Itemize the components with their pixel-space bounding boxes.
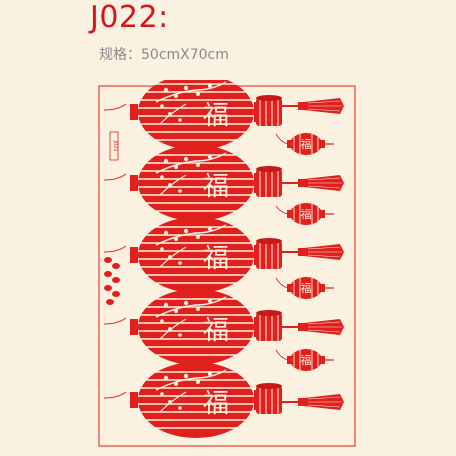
side-tag: J022	[109, 131, 119, 161]
small-lantern-character-2: 福	[301, 207, 312, 221]
big-lantern-3	[129, 216, 261, 294]
tassel-2	[281, 174, 345, 192]
tassel-1	[281, 97, 345, 115]
big-lantern-1	[129, 80, 261, 151]
small-lantern-character-3: 福	[301, 281, 312, 295]
side-tag-text: J022	[112, 139, 118, 151]
small-lantern-character-1: 福	[301, 137, 312, 151]
product-code: J022:	[90, 0, 169, 35]
lantern-character-5: 福	[203, 389, 229, 419]
mini-lantern-cluster	[104, 257, 120, 305]
small-lantern-character-4: 福	[301, 353, 312, 367]
tassel-5	[281, 393, 345, 411]
lantern-character-3: 福	[203, 244, 229, 274]
big-lantern-5	[129, 361, 261, 439]
product-size: 规格：50cmX70cm	[99, 47, 229, 63]
tassel-3	[281, 243, 345, 261]
big-lantern-2	[129, 144, 261, 222]
tassel-4	[281, 318, 345, 336]
lantern-sticker-image: J022 福 福 福 福 福	[96, 80, 358, 450]
lantern-character-4: 福	[203, 316, 229, 346]
lantern-character-1: 福	[203, 101, 229, 131]
lantern-character-2: 福	[203, 172, 229, 202]
big-lantern-4	[129, 288, 261, 366]
